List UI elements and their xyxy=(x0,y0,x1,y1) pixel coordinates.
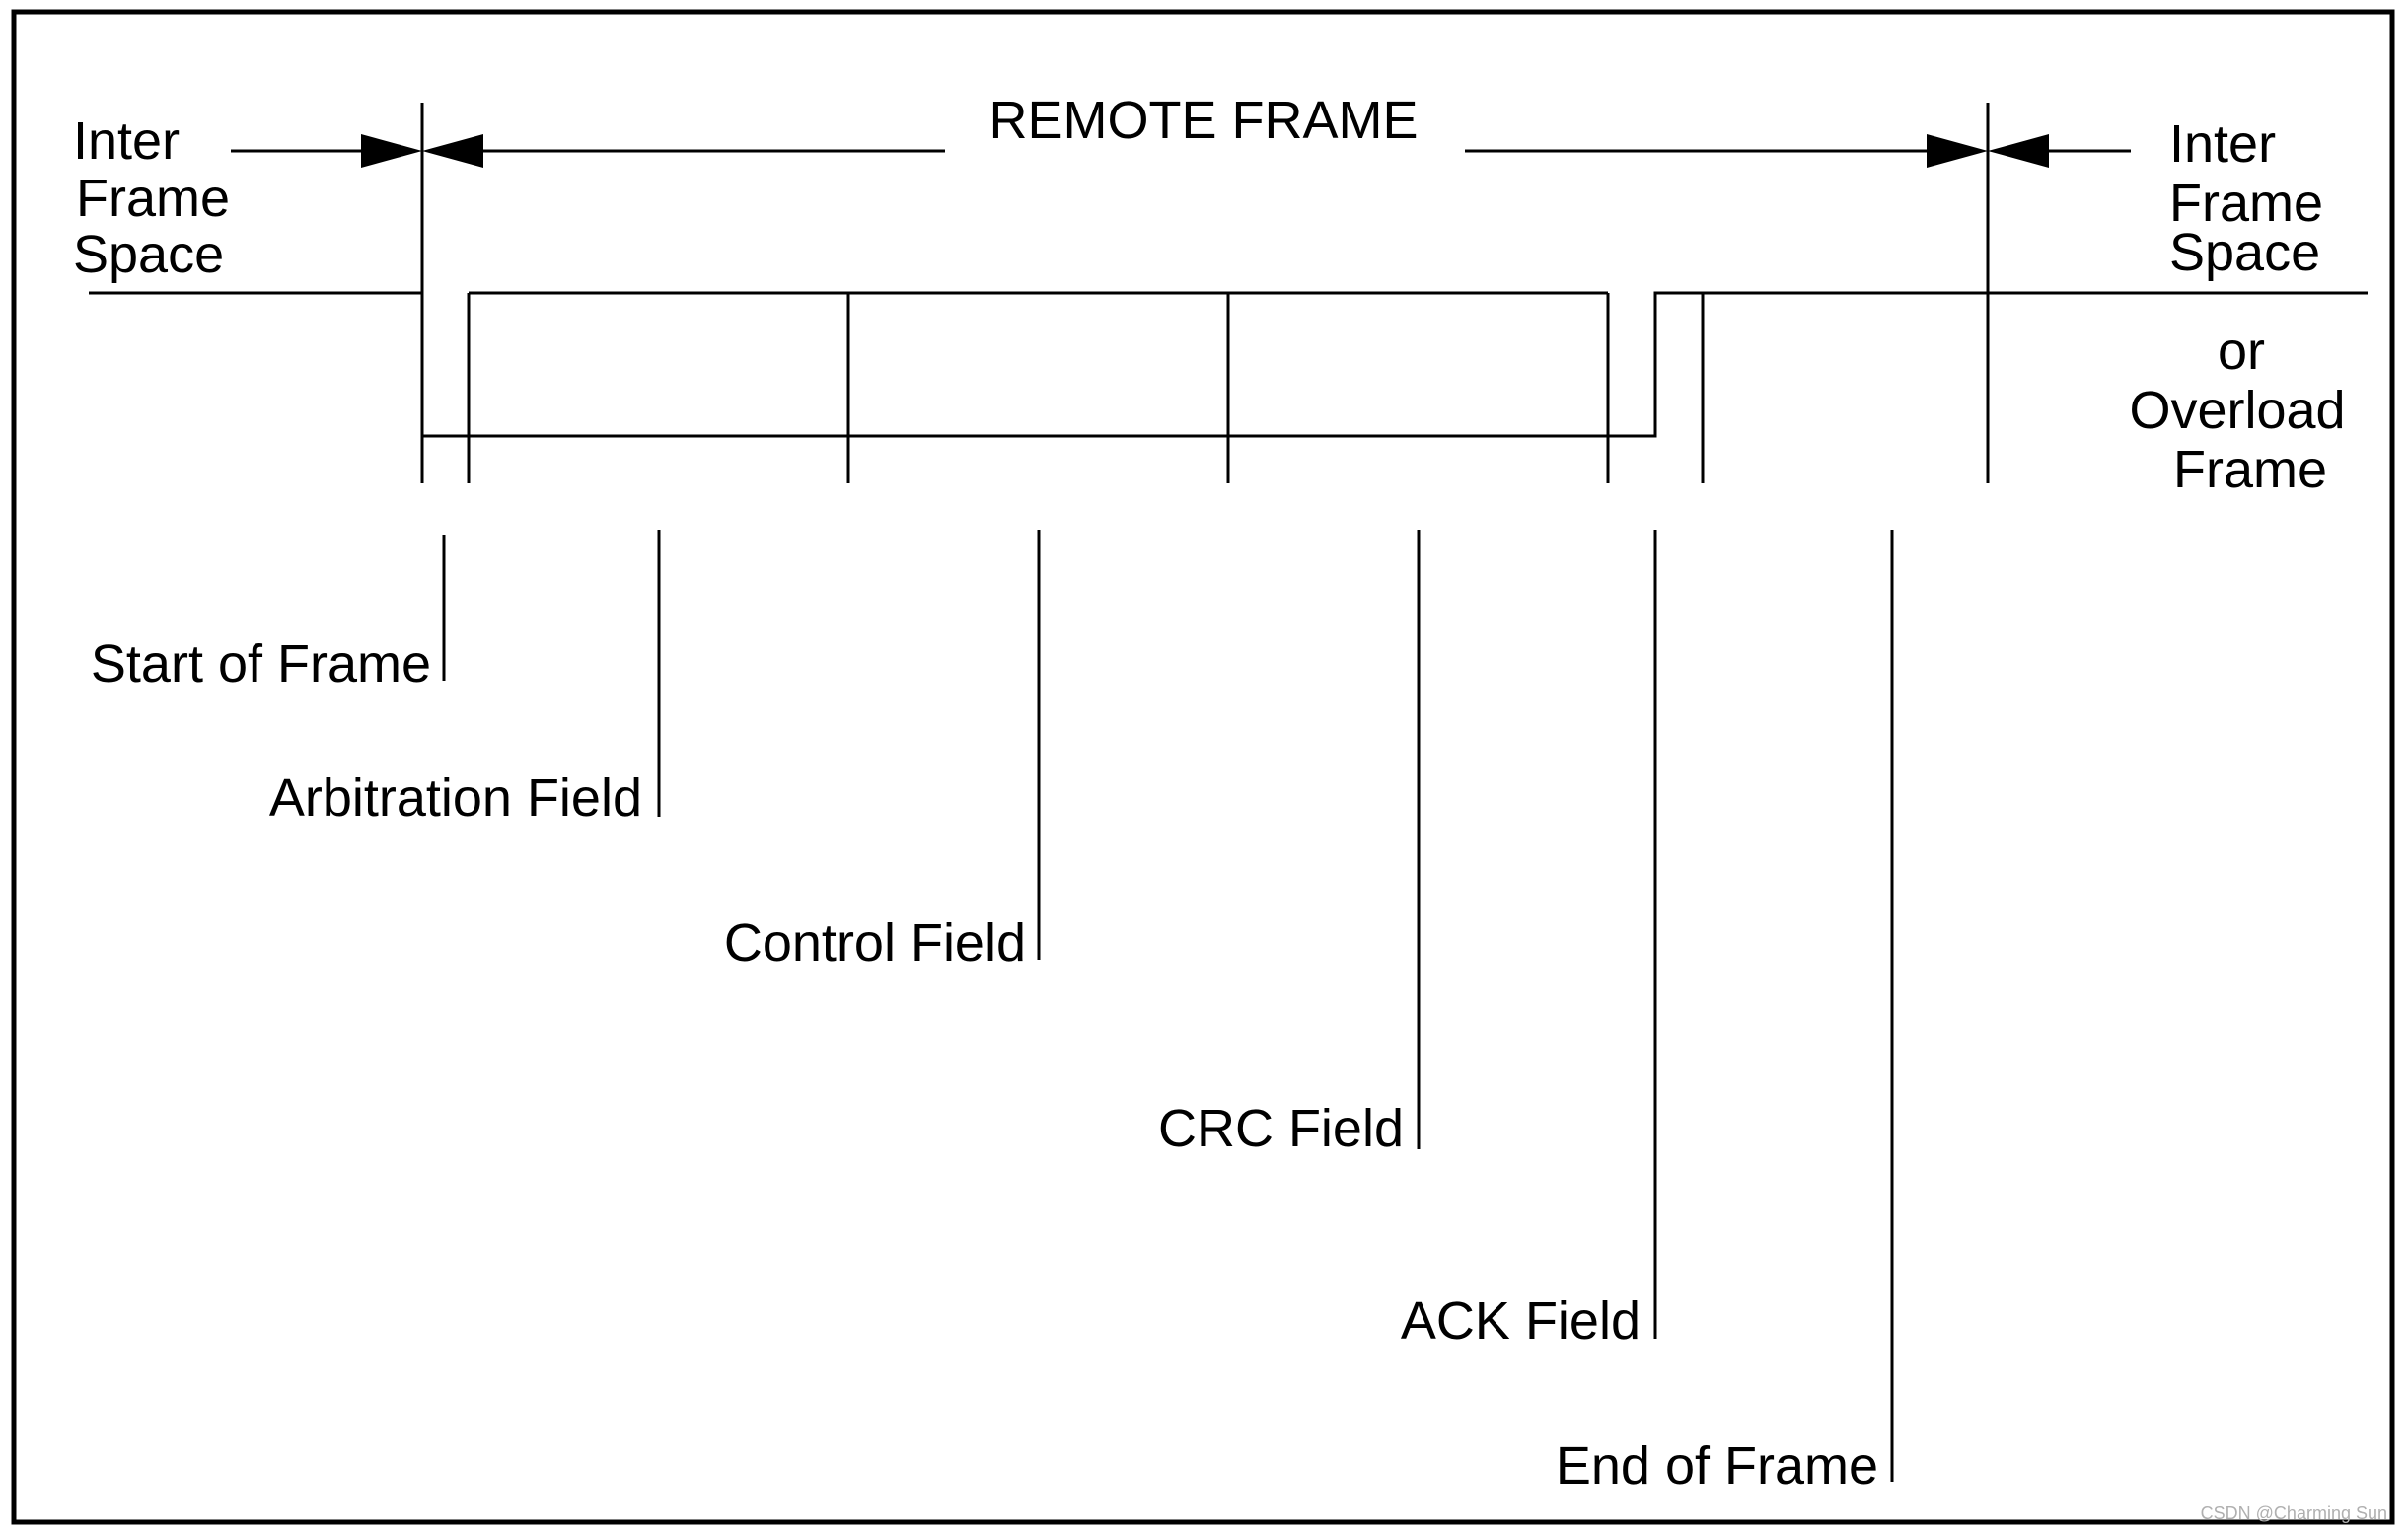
left-ifs-line2: Frame xyxy=(76,169,230,228)
remote-frame-span-arrow xyxy=(422,134,1988,168)
watermark: CSDN @Charming Sun xyxy=(2201,1503,2387,1523)
right-ifs-line2: Frame xyxy=(2169,174,2323,233)
left-inter-frame-space-label: Inter Frame Space xyxy=(73,111,230,284)
start-of-frame-label: Start of Frame xyxy=(91,634,431,694)
control-field-label: Control Field xyxy=(724,913,1026,973)
right-ifs-line6: Frame xyxy=(2173,440,2327,499)
left-ifs-line3: Space xyxy=(73,225,224,284)
ack-field-label: ACK Field xyxy=(1401,1291,1641,1351)
right-ifs-arrow xyxy=(1988,134,2131,168)
diagram-border xyxy=(11,9,2395,1525)
end-of-frame-label: End of Frame xyxy=(1556,1436,1878,1496)
bitstream-waveform xyxy=(89,291,2368,483)
right-inter-frame-space-label: Inter Frame Space or Overload Frame xyxy=(2129,114,2345,499)
right-ifs-line1: Inter xyxy=(2169,114,2276,174)
crc-field-label: CRC Field xyxy=(1158,1099,1404,1158)
arbitration-field-label: Arbitration Field xyxy=(269,768,642,828)
remote-frame-title: REMOTE FRAME xyxy=(988,91,1418,150)
right-ifs-line4: or xyxy=(2218,322,2265,381)
left-ifs-arrow xyxy=(231,134,422,168)
right-ifs-line5: Overload xyxy=(2129,381,2345,440)
right-ifs-line3: Space xyxy=(2169,223,2320,282)
left-ifs-line1: Inter xyxy=(73,111,180,171)
